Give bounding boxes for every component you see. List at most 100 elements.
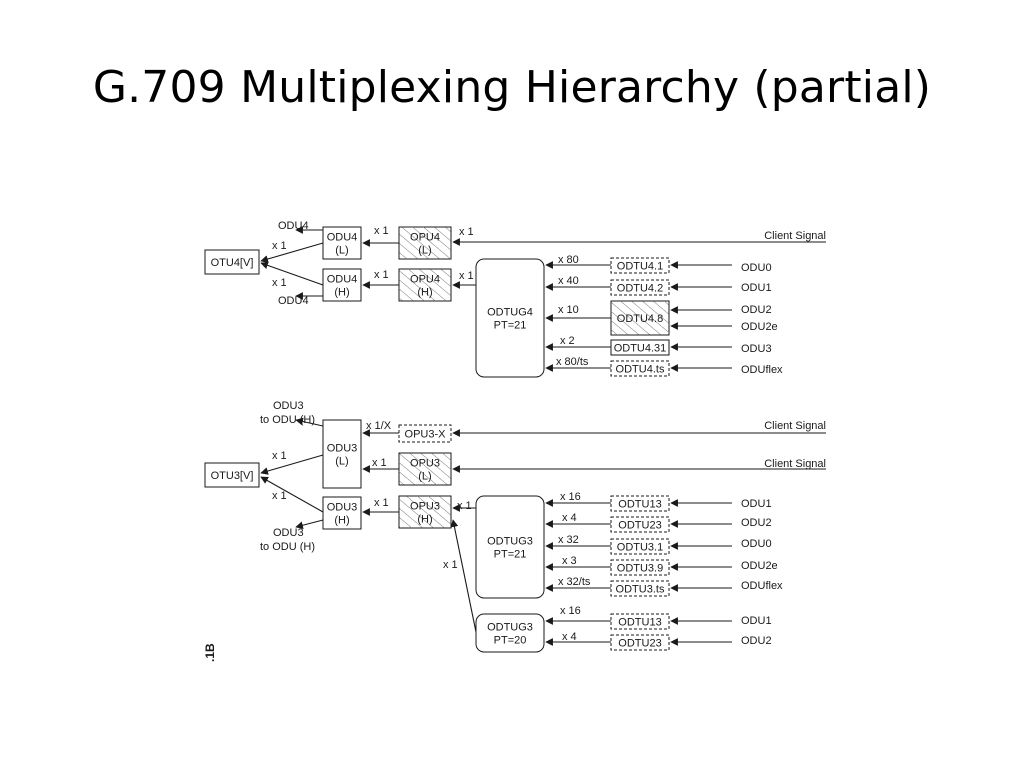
label-x1-otu3-bot: x 1 (272, 490, 287, 502)
label-x1-odu4l: x 1 (374, 225, 389, 237)
node-label: ODTU4.1 (617, 261, 663, 273)
node-opu3h: OPU3(H) (398, 495, 452, 529)
node-odu4l: ODU4(L) (322, 226, 362, 260)
label-in-odu2-b: ODU2 (741, 517, 772, 529)
node-label: PT=21 (494, 549, 527, 561)
label-in-odu0-a: ODU0 (741, 262, 772, 274)
node-label: ODTUG3 (487, 536, 533, 548)
label-x80: x 80 (558, 254, 579, 266)
node-odtu48: ODTU4.8 (610, 300, 670, 336)
node-label: (H) (417, 287, 432, 299)
label-client-signal-3: Client Signal (764, 458, 826, 470)
node-odtu23a: ODTU23 (610, 516, 670, 533)
label-in-odu2e-a: ODU2e (741, 321, 778, 333)
label-x2: x 2 (560, 335, 575, 347)
label-in-odu0-b: ODU0 (741, 538, 772, 550)
node-label: (H) (417, 514, 432, 526)
node-opu4l: OPU4(L) (398, 226, 452, 260)
label-in-odu3-a: ODU3 (741, 343, 772, 355)
node-otu3: OTU3[V] (204, 462, 260, 488)
diagram-labels: ODU4 x 1 x 1 ODU4 x 1 x 1 x 1 x 1 Client Signal x… (260, 220, 826, 647)
label-x1-otu4-top: x 1 (272, 240, 287, 252)
label-x1-odtug3b: x 1 (443, 559, 458, 571)
node-label: OPU3-X (405, 429, 447, 441)
label-x1x: x 1/X (366, 420, 392, 432)
node-odtu4ts: ODTU4.ts (610, 360, 670, 377)
node-label: ODTU4.2 (617, 283, 663, 295)
node-label: ODU3 (327, 502, 358, 514)
label-in-oduflex-a: ODUflex (741, 364, 783, 376)
node-label: (H) (334, 515, 349, 527)
node-label: ODTU13 (618, 499, 661, 511)
node-odu3h: ODU3(H) (322, 496, 362, 530)
label-x32: x 32 (558, 534, 579, 546)
node-label: ODU4 (327, 232, 358, 244)
connector-arrow (450, 519, 477, 633)
node-label: ODTU4.ts (616, 364, 665, 376)
node-odtu39: ODTU3.9 (610, 559, 670, 576)
label-in-odu2-a: ODU2 (741, 304, 772, 316)
label-in-odu2-c: ODU2 (741, 635, 772, 647)
node-odu3l: ODU3(L) (322, 419, 362, 489)
label-x1-odu3l: x 1 (372, 457, 387, 469)
node-label: ODTU23 (618, 520, 661, 532)
diagram-nodes: OTU4[V]ODU4(L)ODU4(H)OPU4(L)OPU4(H)ODTUG… (204, 226, 670, 653)
label-x1-odu3h: x 1 (374, 497, 389, 509)
node-label: (L) (418, 245, 431, 257)
node-odtu3ts: ODTU3.ts (610, 580, 670, 597)
node-label: (L) (335, 456, 348, 468)
node-label: OPU4 (410, 232, 440, 244)
node-label: ODTUG4 (487, 307, 533, 319)
slide-title: G.709 Multiplexing Hierarchy (partial) (92, 62, 932, 113)
label-odu3-bot-2: to ODU (H) (260, 541, 315, 553)
label-client-signal-2: Client Signal (764, 420, 826, 432)
node-odtu431: ODTU4.31 (610, 339, 670, 356)
node-label: PT=21 (494, 320, 527, 332)
label-x1-opu4l: x 1 (459, 226, 474, 238)
label-in-odu1-c: ODU1 (741, 615, 772, 627)
node-label: ODTU4.31 (614, 343, 667, 355)
node-odu4h: ODU4(H) (322, 268, 362, 302)
label-client-signal-1: Client Signal (764, 230, 826, 242)
label-x32ts: x 32/ts (558, 576, 591, 588)
label-x16-a: x 16 (560, 491, 581, 503)
connector-arrow (295, 519, 324, 529)
node-label: (H) (334, 287, 349, 299)
label-x1-opu4h: x 1 (459, 270, 474, 282)
label-odu4-bot: ODU4 (278, 295, 309, 307)
connector-arrow (260, 242, 324, 263)
node-odtu42: ODTU4.2 (610, 279, 670, 296)
node-label: ODTU3.9 (617, 563, 663, 575)
node-label: ODU3 (327, 443, 358, 455)
node-odtu13a: ODTU13 (610, 495, 670, 512)
node-opu3l: OPU3(L) (398, 452, 452, 486)
label-in-odu1-a: ODU1 (741, 282, 772, 294)
connector-arrow (260, 454, 324, 475)
label-x80ts: x 80/ts (556, 356, 589, 368)
label-in-oduflex-b: ODUflex (741, 580, 783, 592)
node-opu3x: OPU3-X (398, 424, 452, 443)
node-label: OTU4[V] (211, 257, 254, 269)
node-label: PT=20 (494, 635, 527, 647)
node-label: (L) (335, 245, 348, 257)
node-opu4h: OPU4(H) (398, 268, 452, 302)
label-x10: x 10 (558, 304, 579, 316)
node-label: OTU3[V] (211, 470, 254, 482)
node-label: ODTU3.ts (616, 584, 665, 596)
label-x1-otu4-bot: x 1 (272, 277, 287, 289)
node-odtu41: ODTU4.1 (610, 257, 670, 274)
label-x16-b: x 16 (560, 605, 581, 617)
label-odu3-top-2: to ODU (H) (260, 414, 315, 426)
label-odu3-top-1: ODU3 (273, 400, 304, 412)
node-label: (L) (418, 471, 431, 483)
label-x3: x 3 (562, 555, 577, 567)
node-label: ODTU3.1 (617, 542, 663, 554)
node-label: ODTU23 (618, 638, 661, 650)
node-odtu23b: ODTU23 (610, 634, 670, 651)
label-x1-opu3h: x 1 (457, 500, 472, 512)
node-odtu31: ODTU3.1 (610, 538, 670, 555)
node-label: OPU3 (410, 501, 440, 513)
